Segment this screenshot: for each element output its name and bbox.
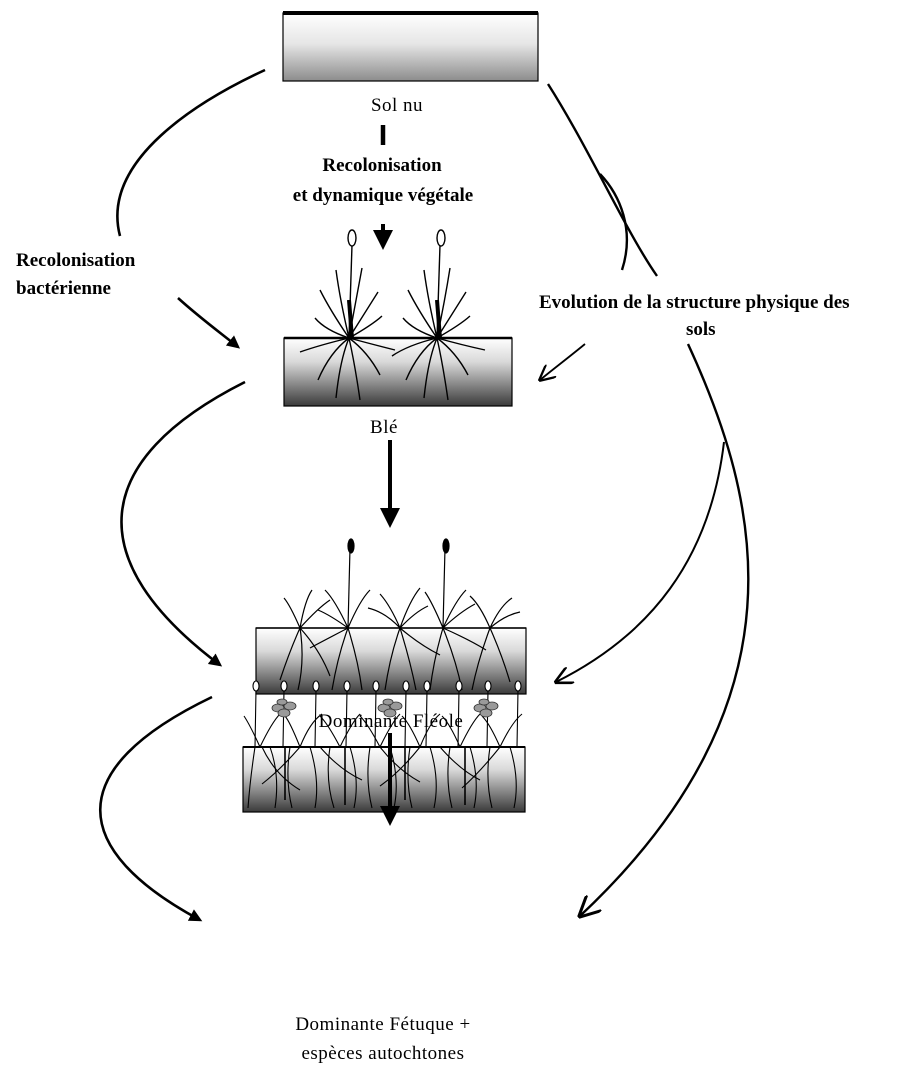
wheat-soil-block — [283, 336, 513, 407]
process-label-vegetal-line1: Recolonisation — [322, 155, 442, 176]
process-label-structure-line1: Evolution de la structure physique des — [539, 292, 850, 313]
arrow-fleole-to-fetuque-left — [98, 695, 213, 922]
process-label-bacterial-line2: bactérienne — [16, 278, 111, 299]
bare-soil-block — [282, 11, 539, 82]
stage-label-sol-nu: Sol nu — [370, 95, 424, 116]
wheat-plants — [299, 229, 486, 401]
timothy-plants — [279, 538, 521, 691]
flower-clusters — [271, 698, 499, 718]
arrow-ble-to-fleole-left — [120, 380, 246, 667]
process-label-structure-line2: sols — [686, 319, 716, 340]
arrow-bacterial-to-ble — [177, 297, 241, 349]
process-label-vegetal-line2: et dynamique végétale — [292, 185, 474, 206]
line-sol-to-evolution — [546, 83, 658, 277]
central-arrows — [373, 125, 400, 826]
arrow-evolution-to-fleole — [556, 441, 725, 682]
stage-label-fleole: Dominante Fléole — [318, 711, 464, 732]
stage-label-fetuque-line2: espèces autochtones — [301, 1043, 465, 1064]
stage-label-fetuque-line1: Dominante Fétuque + — [295, 1014, 471, 1035]
process-label-bacterial-line1: Recolonisation — [16, 250, 136, 271]
curve-sol-to-left — [116, 68, 266, 237]
arrow-evolution-to-ble — [540, 343, 586, 380]
fescue-plants — [243, 680, 523, 809]
stage-label-ble: Blé — [370, 417, 398, 438]
arrow-evolution-to-fetuque — [580, 343, 750, 916]
structure-arrows — [540, 83, 750, 916]
bacterial-arrows — [98, 68, 266, 922]
curve-evolution-loop — [599, 173, 629, 271]
